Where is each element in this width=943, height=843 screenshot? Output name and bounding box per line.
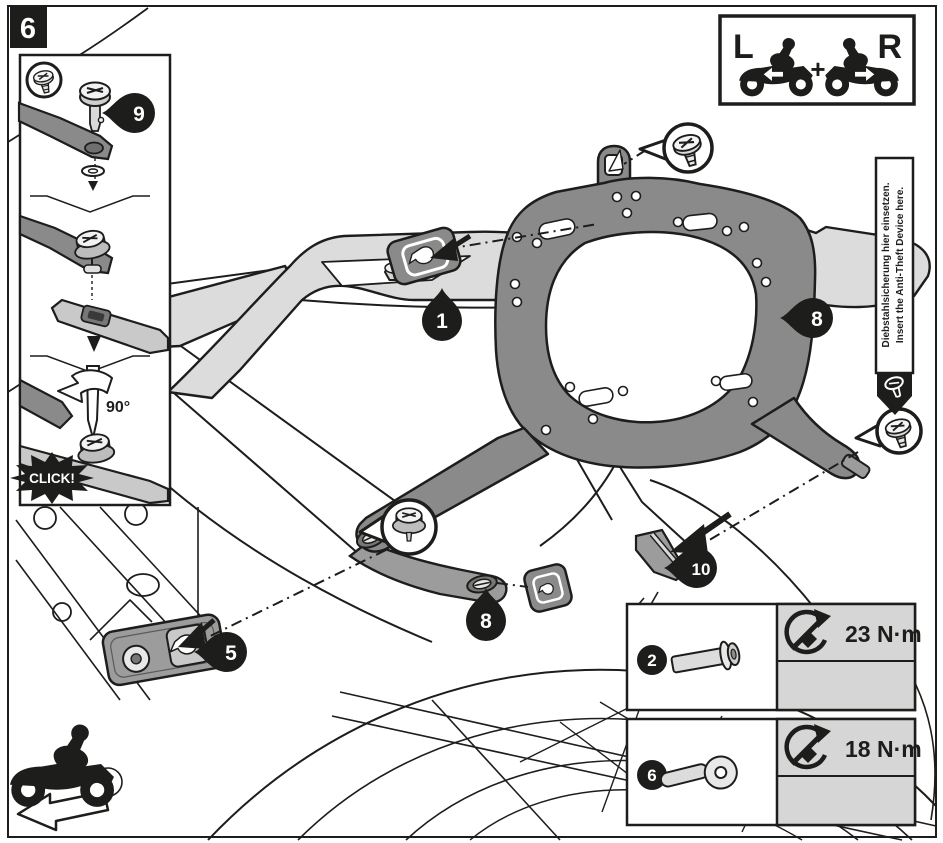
rotation-label: 90° (106, 399, 130, 416)
click-starburst-icon: CLICK! (10, 452, 94, 504)
banner-text-german: Diebstahlsicherung hier einsetzen. (881, 182, 892, 347)
balloon-top-screw (638, 122, 714, 174)
torque-table-1: 2 23 N·m (625, 602, 922, 712)
step-badge: 6 (10, 7, 47, 48)
callout-8-strap: 8 (480, 610, 492, 633)
click-label: CLICK! (29, 471, 75, 486)
fastener-exploded (79, 81, 111, 132)
item-number-2: 2 (647, 651, 656, 670)
inset-panel: 9 90° CLICK! (10, 53, 172, 507)
callout-1: 1 (436, 310, 448, 333)
step-badge-box (10, 7, 47, 48)
anti-theft-banner: Diebstahlsicherung hier einsetzen. Inser… (874, 156, 915, 415)
arm-slot-fastener (466, 574, 498, 594)
support-arm-lower (347, 540, 508, 604)
numbered-callouts: 1 5 8 8 10 (194, 288, 833, 672)
balloon-strap-fastener (358, 498, 438, 556)
rotate-arrow-icon (57, 369, 113, 403)
tab-insert-arrow-icon (608, 149, 624, 172)
torque-value-2: 18 N·m (845, 736, 922, 762)
carrier-holes (509, 190, 772, 436)
keyhole-bracket-top (383, 226, 462, 286)
washer (81, 165, 105, 177)
callout-8-carrier: 8 (811, 308, 823, 331)
torque-value-1: 23 N·m (845, 621, 922, 647)
left-label: L (733, 28, 754, 66)
callout-9: 9 (133, 103, 145, 126)
alignment-lines (197, 149, 859, 643)
right-label: R (877, 28, 902, 66)
plus-sign: + (810, 54, 825, 84)
orientation-box: L R + (718, 14, 916, 106)
adapter-plate (101, 613, 227, 687)
pointer-arrows (430, 233, 732, 554)
screw-icon-white (884, 376, 904, 398)
callout-5: 5 (225, 642, 237, 665)
bolt-icon-item6 (659, 755, 738, 790)
banner-text-english: Insert the Anti-Theft Device here. (895, 187, 906, 344)
square-nut-bracket (523, 563, 573, 613)
torque-table-2: 6 18 N·m (625, 717, 922, 827)
bolt-icon-item2 (670, 640, 741, 674)
step-number: 6 (20, 13, 36, 45)
motorcycle-left-icon (739, 38, 813, 97)
item-number-6: 6 (647, 766, 656, 785)
detail-balloons (358, 122, 923, 556)
motorcycle-right-icon (825, 38, 899, 97)
callout-10: 10 (692, 560, 711, 579)
fastener-icon (392, 507, 426, 542)
riding-direction-icon (10, 724, 115, 832)
receiver-strap (50, 298, 170, 355)
